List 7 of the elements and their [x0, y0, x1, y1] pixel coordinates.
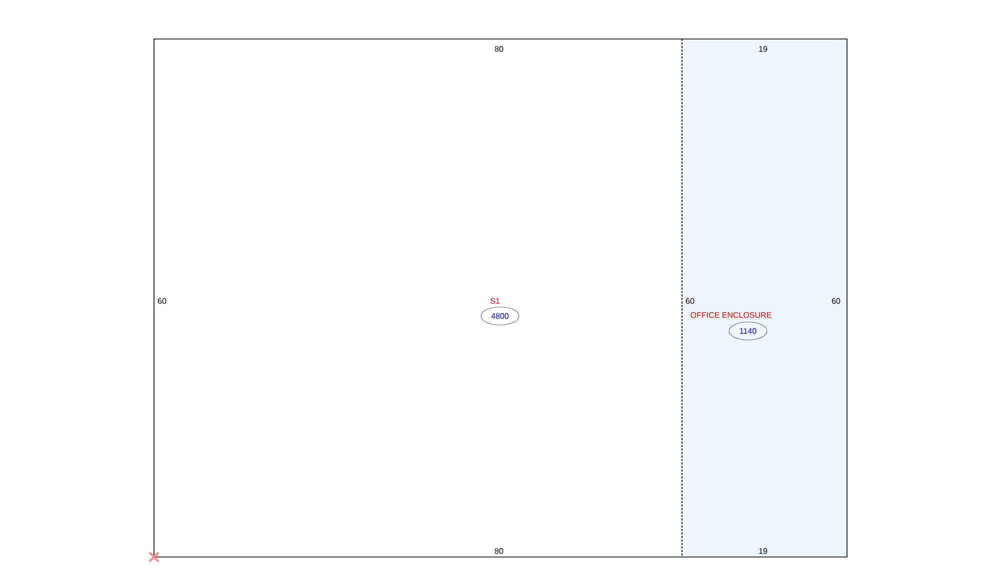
dimension-label: 19: [759, 548, 768, 554]
dimension-label: 60: [832, 298, 840, 304]
dimension-label: 60: [158, 298, 166, 304]
dimension-label: 80: [494, 46, 504, 52]
dimension-label: 80: [494, 548, 504, 554]
dimension-label: 19: [759, 46, 768, 52]
dimension-label: 60: [686, 298, 694, 304]
